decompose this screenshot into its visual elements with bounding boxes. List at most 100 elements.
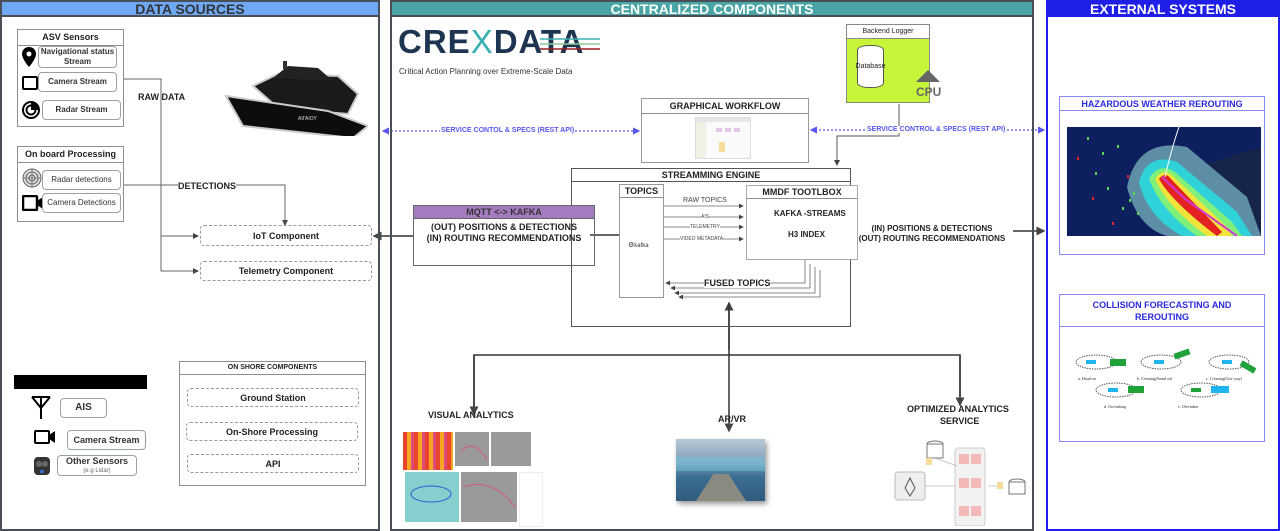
radar-target-icon: [22, 168, 42, 193]
scenario-label-e: e. Overtaken: [1178, 404, 1199, 409]
graphical-workflow-screenshot: [695, 117, 751, 159]
telemetry-component-label: Telemetry Component: [238, 266, 334, 276]
external-io-line-2: (OUT) ROUTING RECOMMENDATIONS: [858, 234, 1006, 243]
mqtt-line-1: (OUT) POSITIONS & DETECTIONS: [430, 222, 577, 232]
lidar-sensor-icon: [31, 455, 53, 482]
topic-line-ais: AIS: [701, 214, 710, 220]
scenario-overtaking: [1095, 382, 1144, 398]
map-pin-icon: [22, 47, 36, 72]
raw-topics-label: RAW TOPICS: [683, 197, 727, 204]
service-control-right-label: SERVICE CONTROL & SPECS (REST API): [866, 126, 1007, 133]
ground-station-label: Ground Station: [240, 392, 306, 403]
topics-title: TOPICS: [620, 185, 663, 198]
mmdf-toolbox-box[interactable]: MMDF TOOTLBOX: [746, 185, 858, 260]
onshore-processing[interactable]: On-Shore Processing: [186, 422, 358, 441]
logo-text-x: X: [470, 23, 494, 60]
kafka-streams-label: KAFKA -STREAMS: [774, 209, 846, 218]
onshore-processing-label: On-Shore Processing: [225, 426, 319, 437]
antenna-icon: [31, 396, 51, 425]
other-sensors-label: Other Sensors: [65, 455, 129, 466]
radar-icon: [22, 101, 40, 124]
external-systems-panel: EXTERNAL SYSTEMS: [1046, 0, 1280, 531]
mqtt-kafka-box[interactable]: MQTT <-> KAFKA: [413, 205, 595, 266]
collision-forecasting-box[interactable]: COLLISION FORECASTING AND REROUTING: [1059, 294, 1265, 442]
radar-stream-label: Radar Stream: [55, 105, 108, 114]
svg-text:ΑΙΓΑΙΟΥ: ΑΙΓΑΙΟΥ: [298, 116, 317, 122]
scenario-crossing-give-way: [1208, 354, 1257, 374]
collision-title-line-2: REROUTING: [1135, 312, 1189, 322]
kafka-label: kafka: [634, 243, 649, 249]
radar-stream-chip[interactable]: Radar Stream: [42, 100, 121, 120]
visual-analytics-image[interactable]: [403, 432, 545, 527]
scenario-label-c: c. Crossing(Give way): [1206, 376, 1242, 381]
nav-status-stream-chip[interactable]: Navigational status Stream: [38, 46, 117, 68]
centralized-components-title: CENTRALIZED COMPONENTS: [392, 2, 1032, 17]
scenario-label-d: d. Overtaking: [1104, 404, 1126, 409]
iot-component[interactable]: IoT Component: [200, 225, 372, 246]
data-sources-title: DATA SOURCES: [2, 2, 378, 17]
detections-label: DETECTIONS: [178, 181, 237, 191]
external-systems-title: EXTERNAL SYSTEMS: [1048, 2, 1278, 17]
cpu-label: CPU: [916, 85, 941, 98]
graphical-workflow-title: GRAPHICAL WORKFLOW: [642, 99, 808, 114]
scenario-label-b: b. Crossing(Stand on): [1137, 376, 1173, 381]
raw-data-line: [123, 78, 199, 239]
hazardous-weather-title: HAZARDOUS WEATHER REROUTING: [1060, 97, 1264, 111]
collision-title-line-1: COLLISION FORECASTING AND: [1092, 300, 1232, 310]
iot-component-label: IoT Component: [253, 230, 319, 241]
scenario-head-on: [1075, 354, 1126, 370]
cpu-icon: CPU: [914, 70, 942, 103]
arvr-title: AR/VR: [718, 414, 747, 424]
optimized-analytics-image[interactable]: [893, 436, 1031, 526]
database-cylinder: Database: [856, 45, 885, 88]
raw-data-label: RAW DATA: [138, 92, 186, 102]
topic-line-telemetry: TELEMETRY: [690, 224, 720, 230]
kafka-logo-icon: ⚙kafka: [628, 242, 649, 249]
asv-sensors-title: ASV Sensors: [18, 30, 123, 46]
data-sources-panel: DATA SOURCES: [0, 0, 380, 531]
ais-chip[interactable]: AIS: [60, 398, 107, 418]
nav-status-stream-label: Navigational status Stream: [40, 47, 115, 66]
radar-detections-chip[interactable]: Radar detections: [42, 170, 121, 190]
optimized-analytics-title-1: OPTIMIZED ANALYTICS: [907, 404, 1009, 414]
backend-logger-title: Backend Logger: [847, 25, 929, 39]
mmdf-toolbox-title: MMDF TOOTLBOX: [747, 186, 857, 199]
logo-text-left: CRE: [398, 23, 471, 60]
optimized-analytics-title-2: SERVICE: [940, 416, 980, 426]
detections-line: [122, 184, 288, 226]
telemetry-component[interactable]: Telemetry Component: [200, 261, 372, 281]
onshore-components-title: ON SHORE COMPONENTS: [180, 362, 365, 375]
arvr-image[interactable]: [676, 439, 765, 501]
redacted-bar: [14, 375, 147, 389]
asv-vessel-image: ΑΙΓΑΙΟΥ: [218, 56, 368, 136]
logo-stripes: [540, 38, 600, 50]
radar-detections-label: Radar detections: [51, 175, 112, 184]
camera-detections-label: Camera Detections: [47, 198, 116, 207]
centralized-components-panel: CENTRALIZED COMPONENTS: [390, 0, 1034, 531]
onboard-processing-title: On board Processing: [18, 147, 123, 163]
ground-station[interactable]: Ground Station: [187, 388, 359, 407]
service-control-left-label: SERVICE CONTOL & SPECS (REST API): [440, 127, 576, 134]
fused-topics-label: FUSED TOPICS: [704, 278, 771, 288]
topics-box[interactable]: TOPICS: [619, 184, 664, 298]
h3-index-label: H3 INDEX: [788, 230, 825, 239]
mqtt-kafka-title: MQTT <-> KAFKA: [414, 206, 594, 219]
external-io-line-1: (IN) POSITIONS & DETECTIONS: [871, 224, 993, 233]
video-camera-icon: [34, 430, 56, 449]
camera-stream-other-chip[interactable]: Camera Stream: [67, 430, 146, 450]
video-camera-icon: [21, 194, 44, 216]
scenario-overtaken: [1180, 382, 1229, 398]
logger-line: [834, 104, 900, 166]
logo-text-right: DATA: [493, 23, 585, 60]
other-sensors-sublabel: (e.g Lidar): [83, 467, 111, 474]
collision-scenarios-image: [1075, 348, 1257, 398]
camera-stream-label: Camera Stream: [48, 77, 107, 86]
collision-forecasting-title: COLLISION FORECASTING AND REROUTING: [1060, 295, 1264, 327]
other-sensors-chip[interactable]: Other Sensors (e.g Lidar): [57, 455, 137, 476]
camera-detections-chip[interactable]: Camera Detections: [42, 193, 121, 213]
api-component[interactable]: API: [187, 454, 359, 473]
scenario-crossing-stand-on: [1140, 348, 1191, 370]
camera-stream-chip[interactable]: Camera Stream: [38, 72, 117, 92]
crexdata-logo: CREXDATA: [398, 23, 585, 60]
streaming-engine-title: STREAMMING ENGINE: [572, 169, 850, 182]
